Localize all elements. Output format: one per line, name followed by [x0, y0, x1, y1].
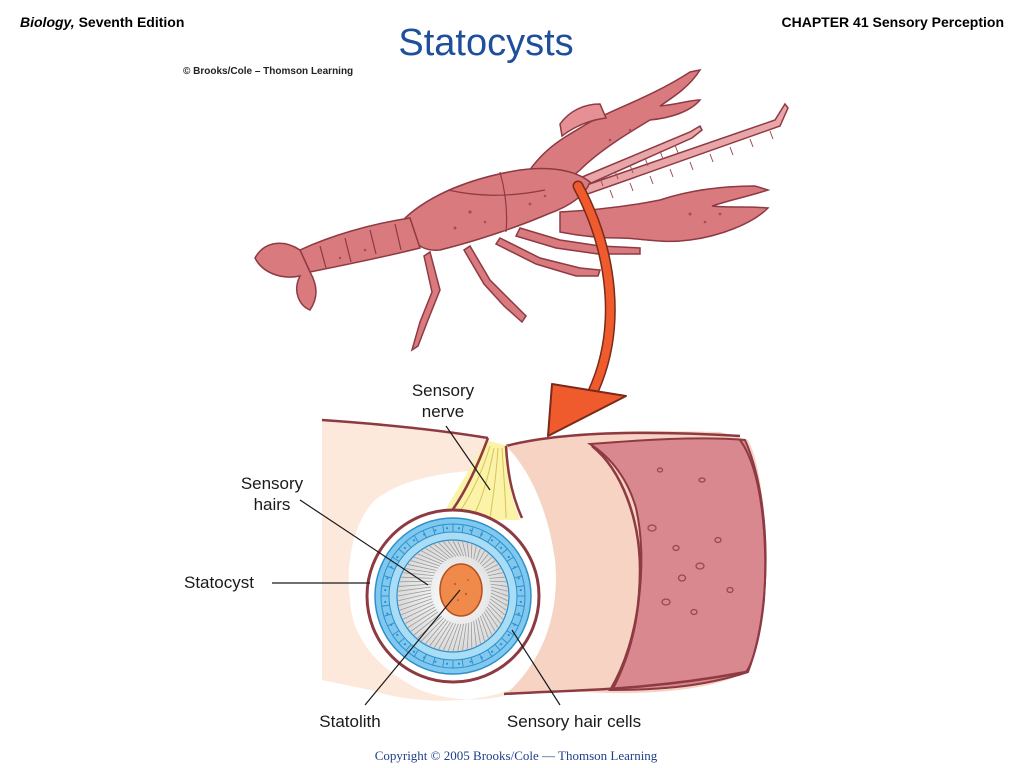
label-sensory-hairs-line2: hairs [254, 495, 291, 514]
hair-cell-layer [381, 524, 525, 668]
abdomen [299, 217, 421, 273]
slide-title: Statocysts [398, 22, 574, 64]
label-sensory-hair-cells: Sensory hair cells [507, 712, 641, 731]
label-sensory-hairs-line1: Sensory [241, 474, 304, 493]
walking-leg-4 [514, 227, 641, 255]
label-sensory-nerve-line1: Sensory [412, 381, 475, 400]
leader-statolith [364, 589, 461, 706]
crayfish-illustration [254, 68, 789, 352]
antenna-section [321, 418, 767, 701]
label-statolith: Statolith [319, 712, 380, 731]
book-title: Biology, Seventh Edition [20, 14, 184, 30]
walking-leg-3 [494, 237, 602, 277]
leader-lines [272, 425, 561, 706]
zoom-arrow [547, 180, 627, 437]
chapter-title: CHAPTER 41 Sensory Perception [781, 14, 1004, 30]
statolith-body [439, 563, 483, 617]
upper-claw [519, 68, 702, 201]
leader-sensory-hairs [299, 499, 429, 586]
carapace [404, 167, 591, 251]
tail-fan [254, 242, 317, 311]
copyright-footer: Copyright © 2005 Brooks/Cole — Thomson L… [374, 748, 658, 763]
label-statocyst: Statocyst [184, 573, 254, 592]
book-edition: Seventh Edition [74, 14, 185, 30]
book-title-italic: Biology, [20, 14, 75, 30]
label-sensory-nerve-line2: nerve [422, 402, 465, 421]
walking-leg-1 [410, 250, 441, 352]
leader-sensory-nerve [445, 425, 491, 491]
leader-sensory-hair-cells [511, 629, 561, 706]
statocyst-sphere [365, 508, 541, 684]
image-credit: © Brooks/Cole – Thomson Learning [183, 66, 354, 77]
walking-leg-2 [462, 244, 527, 324]
lower-claw [559, 185, 771, 243]
